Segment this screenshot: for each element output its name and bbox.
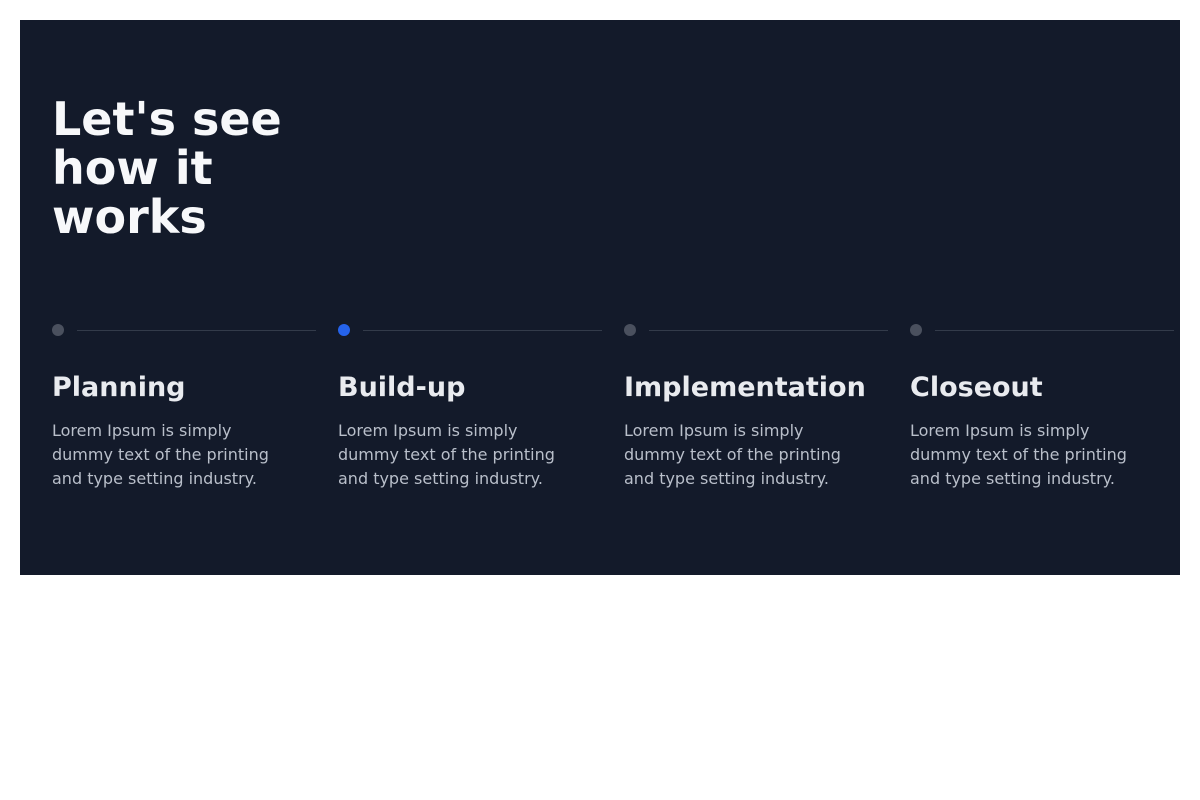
step-dot-icon (624, 324, 636, 336)
steps-row: Planning Lorem Ipsum is simply dummy tex… (52, 324, 1174, 491)
step-progress-rail (338, 324, 602, 336)
step-progress-rail (52, 324, 316, 336)
step-dot-icon (910, 324, 922, 336)
step-item-planning: Planning Lorem Ipsum is simply dummy tex… (52, 324, 316, 491)
section-title-line: works (52, 190, 207, 244)
step-connector-line (935, 329, 1174, 331)
section-title-line: Let's see (52, 92, 282, 146)
step-description: Lorem Ipsum is simply dummy text of the … (624, 421, 841, 488)
step-title: Closeout (910, 372, 1043, 403)
step-progress-rail (624, 324, 888, 336)
step-dot-icon (52, 324, 64, 336)
step-title: Build-up (338, 372, 466, 403)
step-description: Lorem Ipsum is simply dummy text of the … (338, 421, 555, 488)
step-connector-line (649, 329, 888, 331)
how-it-works-section: Let's see how it works Planning Lorem Ip… (20, 20, 1180, 575)
step-connector-line (363, 329, 602, 331)
step-dot-icon (338, 324, 350, 336)
step-progress-rail (910, 324, 1174, 336)
step-item-implementation: Implementation Lorem Ipsum is simply dum… (624, 324, 888, 491)
section-title: Let's see how it works (52, 95, 1174, 242)
step-title: Planning (52, 372, 186, 403)
step-description: Lorem Ipsum is simply dummy text of the … (52, 421, 269, 488)
step-description: Lorem Ipsum is simply dummy text of the … (910, 421, 1127, 488)
step-connector-line (77, 329, 316, 331)
step-item-closeout: Closeout Lorem Ipsum is simply dummy tex… (910, 324, 1174, 491)
step-item-build-up: Build-up Lorem Ipsum is simply dummy tex… (338, 324, 602, 491)
step-title: Implementation (624, 372, 866, 403)
section-title-line: how it (52, 141, 213, 195)
